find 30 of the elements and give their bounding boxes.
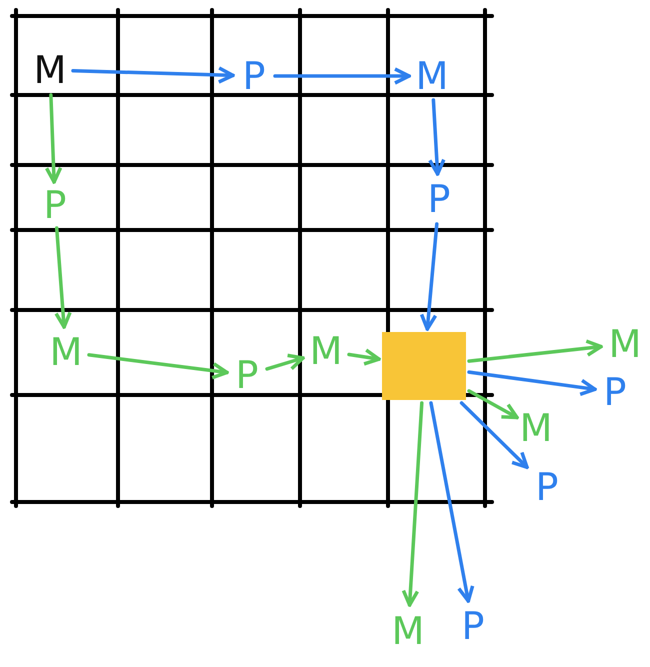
- arrow: [428, 98, 446, 176]
- arrow: [402, 401, 424, 607]
- letter-label: P: [598, 372, 632, 412]
- letter-label: P: [530, 467, 564, 507]
- letter-label: M: [46, 330, 86, 374]
- letter-label: M: [520, 410, 552, 446]
- letter-label: M: [388, 608, 428, 654]
- arrow: [467, 370, 597, 396]
- arrow: [429, 401, 474, 603]
- arrow: [467, 339, 603, 363]
- arrow: [273, 67, 411, 85]
- letter-label: M: [604, 322, 646, 366]
- letter-label: P: [456, 604, 490, 648]
- arrow: [87, 353, 229, 380]
- arrow: [54, 226, 72, 329]
- arrow: [347, 348, 381, 366]
- letter-label: M: [30, 48, 70, 92]
- letter-label: P: [422, 177, 456, 221]
- arrow: [460, 401, 529, 470]
- letter-label: M: [306, 330, 346, 372]
- letter-label: P: [230, 355, 264, 395]
- arrow: [420, 222, 439, 331]
- highlighted-cell: [382, 332, 466, 400]
- arrow: [265, 354, 305, 371]
- letter-label: P: [236, 55, 272, 97]
- arrow: [71, 66, 235, 84]
- arrow: [44, 93, 62, 184]
- arrow: [467, 389, 519, 420]
- letter-label: P: [38, 185, 72, 225]
- letter-label: M: [412, 55, 452, 97]
